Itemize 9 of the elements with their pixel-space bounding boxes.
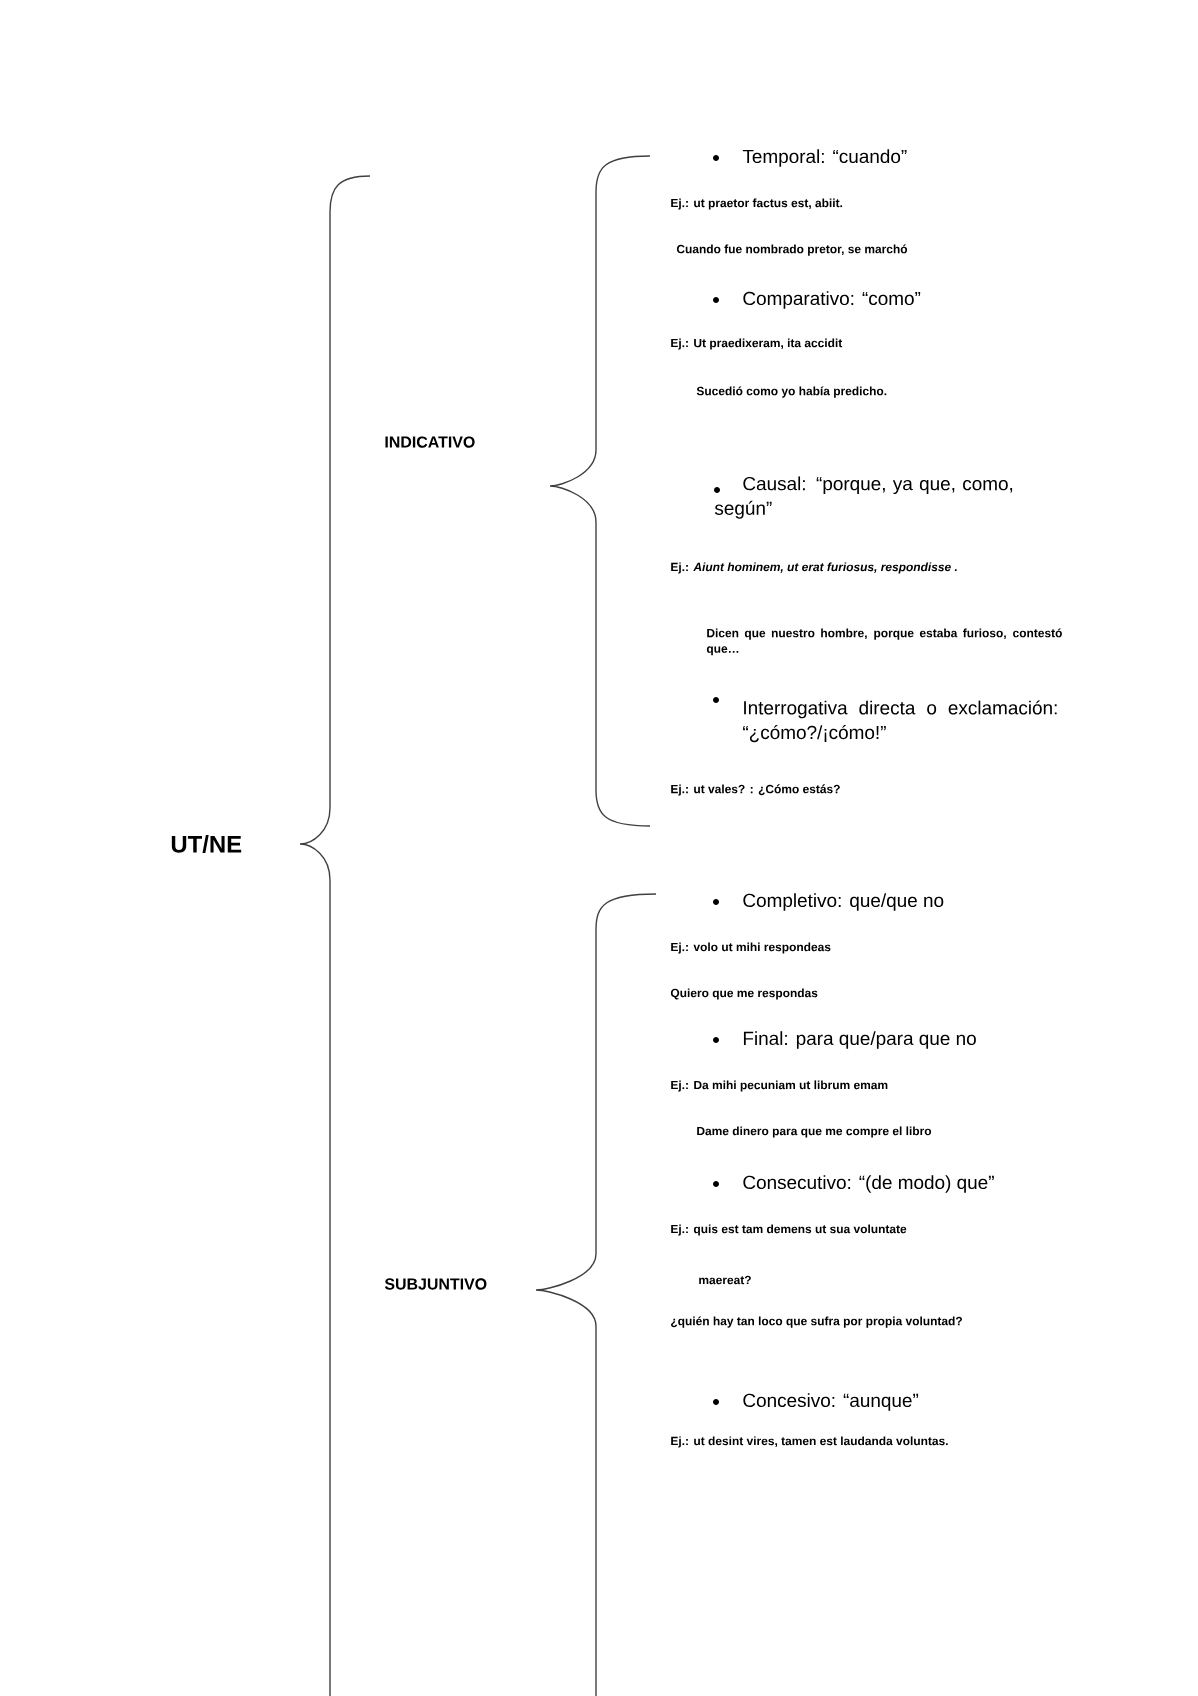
bullet-item: Interrogativa directa o exclamación: “¿cómo?/¡cómo!” xyxy=(713,697,1057,743)
bullet-item: Final: para que/para que no xyxy=(713,1031,976,1049)
bullet-item: Causal: “porque, ya que, como, según” xyxy=(714,476,1013,519)
bullet-item: Consecutivo: “(de modo) que” xyxy=(713,1175,994,1193)
heading-label: UT/NE xyxy=(171,835,242,853)
bullet-item: Comparativo: “como” xyxy=(713,291,921,309)
bullet-item: Completivo: que/que no xyxy=(713,893,944,911)
bullet-item: Temporal: “cuando” xyxy=(713,149,907,167)
bullet-item: Concesivo: “aunque” xyxy=(713,1393,919,1411)
